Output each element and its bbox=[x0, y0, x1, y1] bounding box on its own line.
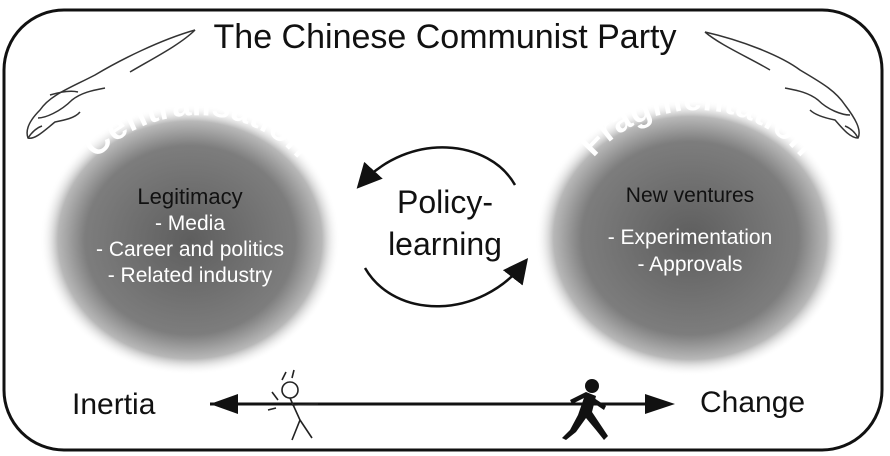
axis-right-arrowhead bbox=[645, 394, 675, 414]
inertia-label: Inertia bbox=[72, 388, 156, 421]
policy-learning-line1: Policy- bbox=[396, 184, 493, 220]
running-figure-icon bbox=[562, 379, 608, 440]
left-circle-item: - Related industry bbox=[107, 264, 273, 287]
left-circle-item: - Career and politics bbox=[96, 237, 284, 261]
right-circle-subheading: New ventures bbox=[625, 184, 755, 207]
left-circle-subheading: Legitimacy bbox=[137, 184, 243, 209]
right-circle-item: - Approvals bbox=[637, 252, 743, 276]
tug-of-war-figure-icon bbox=[267, 369, 319, 441]
right-circle-body: New ventures - Experimentation - Approva… bbox=[560, 183, 820, 278]
cycle-arrows-icon bbox=[356, 146, 529, 308]
left-hand-icon bbox=[26, 29, 196, 139]
policy-learning-label: Policy- learning bbox=[365, 182, 525, 265]
right-hand-icon bbox=[704, 31, 860, 139]
frame bbox=[2, 8, 884, 452]
left-circle-shape bbox=[40, 105, 340, 375]
left-circle-body: Legitimacy - Media - Career and politics… bbox=[60, 183, 320, 289]
right-circle-item: - Experimentation bbox=[607, 226, 773, 250]
policy-learning-line2: learning bbox=[388, 225, 502, 262]
axis-left-arrowhead bbox=[210, 394, 238, 414]
right-circle-shape bbox=[535, 100, 845, 376]
title: The Chinese Communist Party bbox=[213, 18, 677, 56]
left-circle-item: - Media bbox=[154, 211, 226, 235]
change-label: Change bbox=[700, 386, 806, 419]
